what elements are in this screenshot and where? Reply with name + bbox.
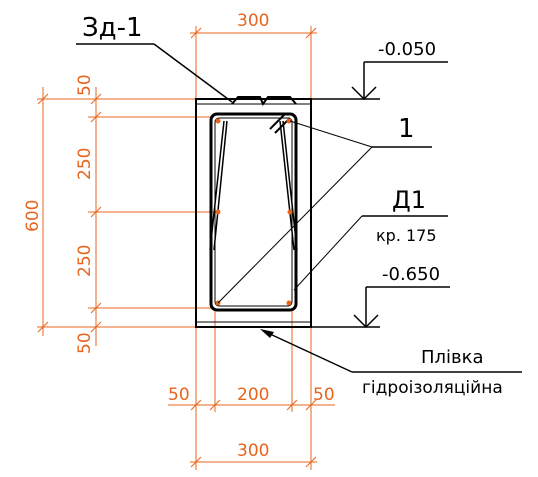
membrane-label-line1: Плівка <box>421 347 484 368</box>
stirrup-mark-label: Д1 <box>392 186 426 214</box>
level-bottom-label: -0.650 <box>382 264 440 285</box>
rebar-point <box>287 209 293 215</box>
top-joint <box>231 96 297 107</box>
rebar-point <box>286 300 292 306</box>
dim-left-bottom-cover: 50 <box>75 332 95 354</box>
dim-bottom-middle: 200 <box>237 385 269 405</box>
rebar-leader-top <box>289 120 373 148</box>
dim-left-upper-span: 250 <box>75 148 95 180</box>
dim-total-height: 600 <box>23 200 43 232</box>
rebar-point <box>286 118 292 124</box>
rebar-leader-bottom <box>217 146 373 304</box>
membrane-arrow <box>260 329 274 338</box>
rebar-mark-label: 1 <box>398 114 415 144</box>
membrane-leader <box>269 333 353 373</box>
level-top-label: -0.050 <box>378 39 436 60</box>
stirrup-leader <box>293 215 363 291</box>
dim-bottom-width: 300 <box>237 441 269 461</box>
membrane-label-line2: гідроізоляційна <box>362 378 503 398</box>
level-top-arrow <box>351 86 377 101</box>
dim-left-top-cover: 50 <box>75 74 95 96</box>
rebar-points <box>215 118 293 306</box>
stirrup-outer <box>209 112 298 312</box>
clip-bar-right <box>282 120 298 251</box>
dim-left-lower-span: 250 <box>75 245 95 277</box>
stirrup-inner <box>214 117 293 307</box>
stirrup-spacing-label: кр. 175 <box>376 226 437 245</box>
concrete-outline <box>195 98 312 328</box>
dimension-lines <box>37 26 335 470</box>
clip-bar-left <box>209 120 225 251</box>
stirrup-hook <box>269 113 286 130</box>
leaders <box>76 43 522 373</box>
dim-bottom-right-cover: 50 <box>313 385 335 405</box>
dim-bottom-left-cover: 50 <box>168 385 190 405</box>
section-mark-label: Зд-1 <box>82 13 143 43</box>
rebar-point <box>215 118 221 124</box>
rebar-point <box>215 209 221 215</box>
level-bottom-arrow <box>353 314 379 329</box>
dim-top-width: 300 <box>237 11 269 31</box>
section-mark-leader <box>153 43 233 103</box>
